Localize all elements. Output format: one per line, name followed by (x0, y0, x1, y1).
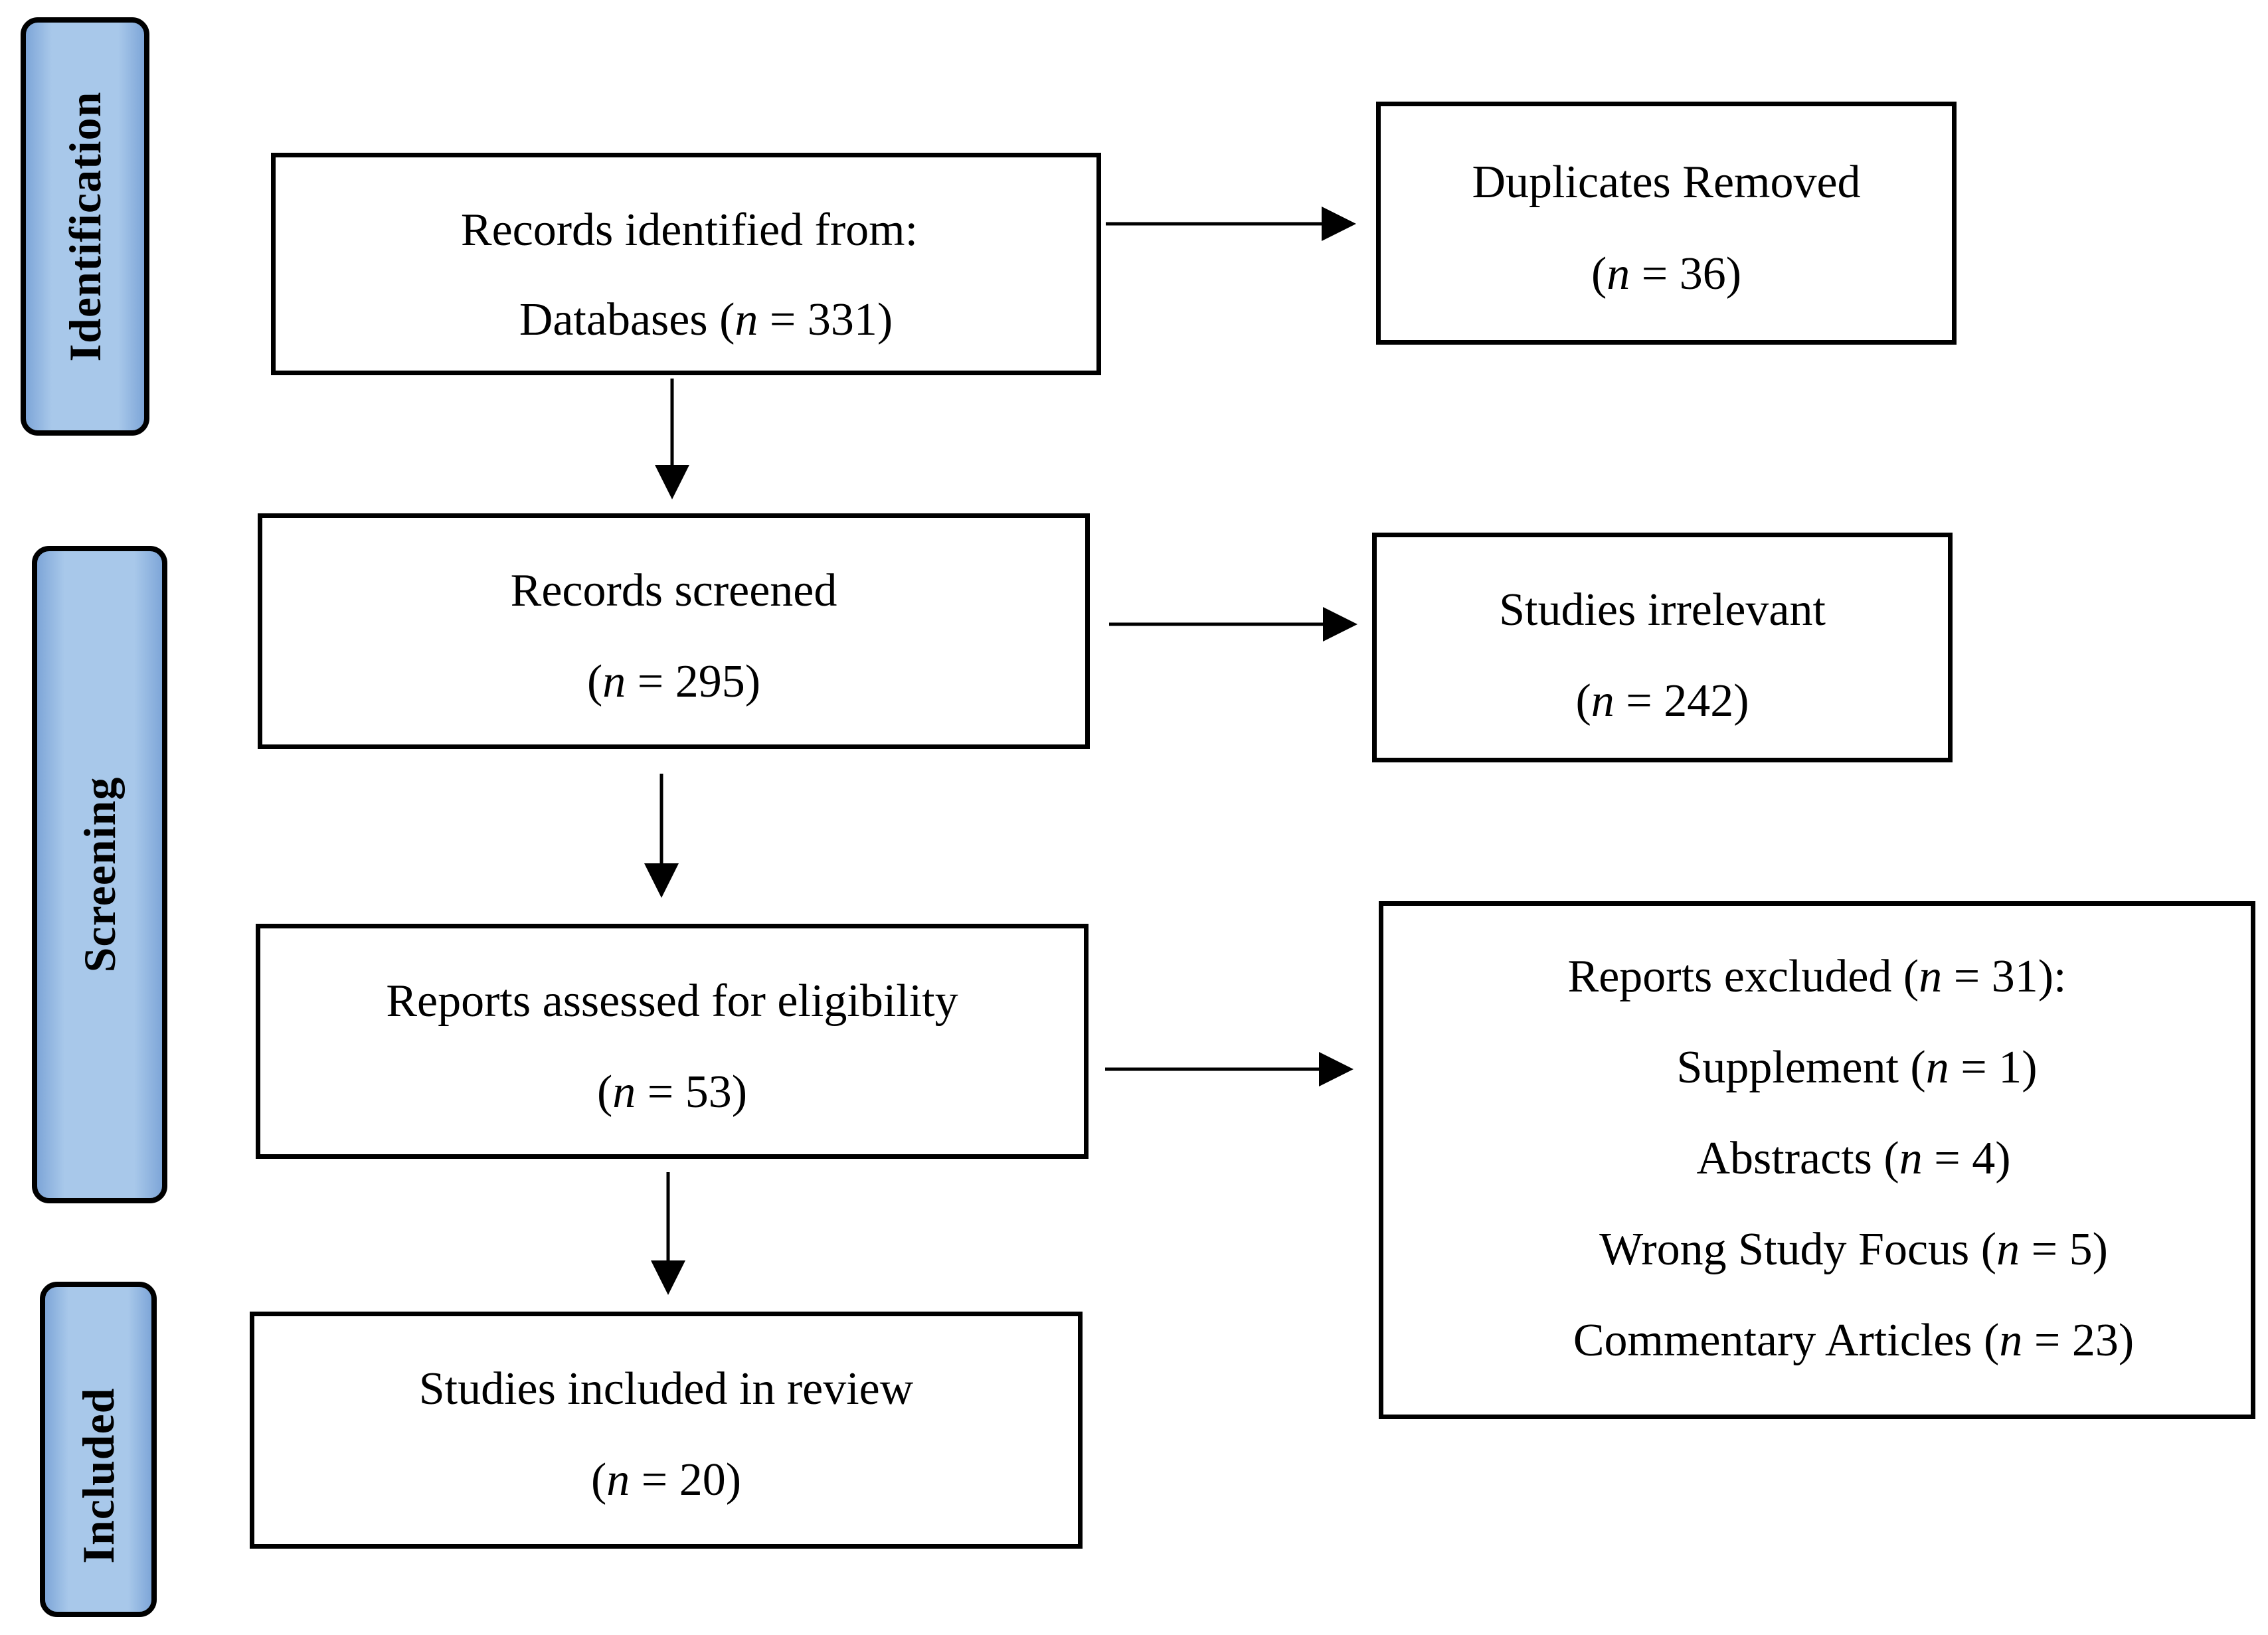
arrow-assessed-to-excluded (1105, 1052, 1353, 1086)
records-identified-count: Databases (n = 331) (519, 294, 893, 345)
arrow-screened-to-irrelevant (1109, 607, 1357, 642)
phase-identification: Identification (21, 17, 149, 436)
reports-assessed-title: Reports assessed for eligibility (386, 976, 958, 1027)
studies-included-title: Studies included in review (418, 1363, 914, 1415)
studies-irrelevant-count: (n = 242) (1575, 675, 1749, 727)
duplicates-removed-count: (n = 36) (1591, 248, 1742, 300)
studies-included-box: Studies included in review (n = 20) (250, 1312, 1083, 1549)
phase-included-label: Included (73, 1387, 124, 1564)
duplicates-removed-title: Duplicates Removed (1472, 157, 1861, 208)
phase-identification-label: Identification (60, 91, 110, 362)
records-screened-count: (n = 295) (586, 656, 761, 707)
records-identified-box: Records identified from: Databases (n = … (271, 153, 1101, 375)
reports-assessed-count: (n = 53) (596, 1067, 748, 1118)
studies-irrelevant-box: Studies irrelevant (n = 242) (1372, 533, 1953, 762)
exclusion-reason-item: Supplement (n = 1) (1676, 1042, 2038, 1093)
exclusion-reason-item: Wrong Study Focus (n = 5) (1599, 1224, 2108, 1275)
phase-screening-label: Screening (74, 776, 125, 973)
records-identified-title: Records identified from: (460, 205, 918, 256)
arrow-identified-to-screened (655, 379, 689, 499)
exclusion-reason-item: Commentary Articles (n = 23) (1573, 1315, 2135, 1366)
records-screened-title: Records screened (510, 565, 837, 616)
duplicates-removed-box: Duplicates Removed (n = 36) (1376, 102, 1957, 345)
phase-screening: Screening (32, 546, 167, 1203)
phase-included: Included (40, 1282, 157, 1617)
studies-included-count: (n = 20) (590, 1454, 742, 1506)
studies-irrelevant-title: Studies irrelevant (1499, 584, 1826, 636)
arrow-identified-to-duplicates (1106, 207, 1356, 241)
reports-excluded-title: Reports excluded (n = 31): (1567, 951, 2067, 1002)
records-screened-box: Records screened (n = 295) (258, 513, 1090, 749)
arrow-screened-to-assessed (644, 774, 679, 898)
reports-excluded-box: Reports excluded (n = 31): Supplement (n… (1379, 901, 2255, 1419)
reports-assessed-box: Reports assessed for eligibility (n = 53… (256, 924, 1089, 1159)
arrow-assessed-to-included (651, 1172, 685, 1295)
exclusion-reason-item: Abstracts (n = 4) (1696, 1133, 2011, 1184)
